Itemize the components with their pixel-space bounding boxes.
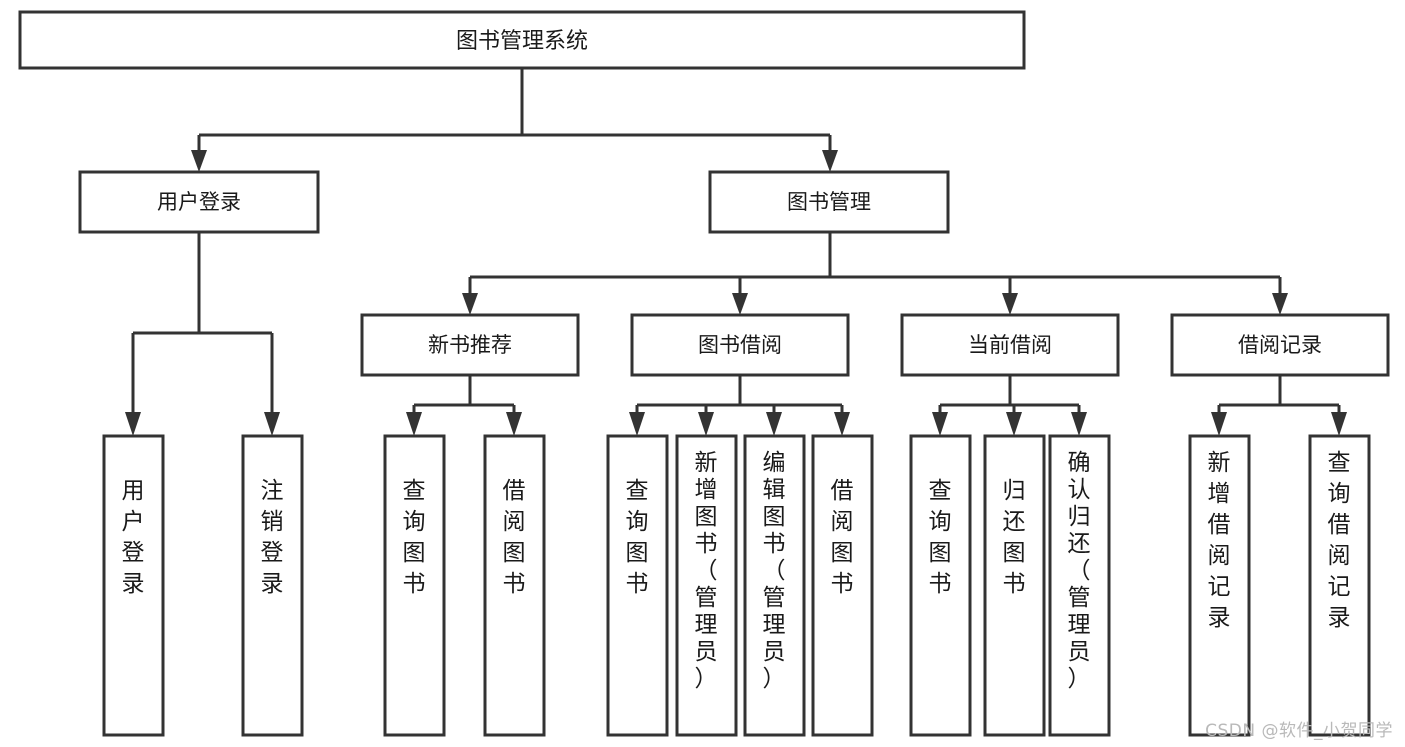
leaf-box[interactable] <box>1048 434 1111 737</box>
leaf-box[interactable] <box>909 434 972 737</box>
leaf-box[interactable] <box>743 434 806 737</box>
node-current-borrow-box[interactable] <box>900 313 1120 377</box>
leaf-node[interactable]: 查询图书 <box>909 434 972 737</box>
leaf-box[interactable] <box>483 434 546 737</box>
node-current-borrow-label: 当前借阅 <box>968 333 1052 357</box>
leaf-label: 查询借阅记录 <box>1328 450 1351 631</box>
arrow-head-current-borrow <box>1002 293 1018 315</box>
leaf-node[interactable]: 注销登录 <box>241 434 304 737</box>
node-new-book-recommend[interactable]: 新书推荐 <box>360 313 580 377</box>
arrow-head-bb-leaf-2 <box>698 412 714 436</box>
arrow-head-new-books <box>462 293 478 315</box>
node-borrow-record-box[interactable] <box>1170 313 1390 377</box>
leaf-box[interactable] <box>606 434 669 737</box>
leaf-box[interactable] <box>1188 434 1251 737</box>
leaf-node[interactable]: 新增借阅记录 <box>1188 434 1251 737</box>
node-new-book-recommend-label: 新书推荐 <box>428 333 512 357</box>
node-book-management[interactable]: 图书管理 <box>708 170 950 234</box>
arrow-head-bb-leaf-1 <box>629 412 645 436</box>
leaf-label: 确认归还（管理员） <box>1068 450 1091 692</box>
node-book-borrow-box[interactable] <box>630 313 850 377</box>
leaf-label: 用户登录 <box>122 478 145 597</box>
leaf-node[interactable]: 查询借阅记录 <box>1308 434 1371 737</box>
arrow-head-nb-leaf-2 <box>506 412 522 436</box>
leaf-box[interactable] <box>241 434 304 737</box>
leaf-label: 归还图书 <box>1003 478 1026 597</box>
arrow-head-book-mgmt <box>822 150 838 172</box>
leaf-box[interactable] <box>383 434 446 737</box>
node-root-label: 图书管理系统 <box>456 29 588 54</box>
arrow-head-user-login <box>191 150 207 172</box>
node-current-borrow[interactable]: 当前借阅 <box>900 313 1120 377</box>
leaf-node[interactable]: 借阅图书 <box>811 434 874 737</box>
leaf-label: 注销登录 <box>261 478 284 597</box>
node-user-login[interactable]: 用户登录 <box>78 170 320 234</box>
leaf-node[interactable]: 归还图书 <box>983 434 1046 737</box>
arrow-head-nb-leaf-1 <box>406 412 422 436</box>
connector-layer <box>125 68 1347 436</box>
leaf-label: 查询图书 <box>929 478 952 597</box>
leaf-box[interactable] <box>811 434 874 737</box>
node-book-borrow[interactable]: 图书借阅 <box>630 313 850 377</box>
leaf-box[interactable] <box>1308 434 1371 737</box>
arrow-head-bb-leaf-3 <box>766 412 782 436</box>
node-book-borrow-label: 图书借阅 <box>698 333 782 357</box>
leaf-node[interactable]: 查询图书 <box>606 434 669 737</box>
node-user-login-box[interactable] <box>78 170 320 234</box>
leaf-label: 借阅图书 <box>503 478 526 597</box>
leaf-label: 借阅图书 <box>831 478 854 597</box>
leaf-layer: 用户登录 注销登录 查询图书 借阅图书 查询图书 新增图书（管理员） <box>102 434 1371 737</box>
leaf-box[interactable] <box>102 434 165 737</box>
node-new-book-recommend-box[interactable] <box>360 313 580 377</box>
arrow-head-bb-leaf-4 <box>834 412 850 436</box>
leaf-node[interactable]: 借阅图书 <box>483 434 546 737</box>
arrow-head-leaf-user-login <box>125 412 141 436</box>
leaf-box[interactable] <box>983 434 1046 737</box>
leaf-node[interactable]: 用户登录 <box>102 434 165 737</box>
node-book-management-label: 图书管理 <box>787 190 871 214</box>
arrow-head-cb-leaf-2 <box>1006 412 1022 436</box>
leaf-node[interactable]: 编辑图书（管理员） <box>743 434 806 737</box>
arrow-head-leaf-logout <box>264 412 280 436</box>
arrow-head-book-borrow <box>732 293 748 315</box>
arrow-head-br-leaf-1 <box>1211 412 1227 436</box>
arrow-head-br-leaf-2 <box>1331 412 1347 436</box>
leaf-label: 新增借阅记录 <box>1208 450 1231 631</box>
arrow-head-cb-leaf-1 <box>932 412 948 436</box>
leaf-label: 编辑图书（管理员） <box>763 450 786 692</box>
leaf-label: 查询图书 <box>403 478 426 597</box>
arrow-head-borrow-record <box>1272 293 1288 315</box>
node-book-management-box[interactable] <box>708 170 950 234</box>
node-root-box[interactable] <box>18 10 1026 70</box>
arrow-head-cb-leaf-3 <box>1071 412 1087 436</box>
node-user-login-label: 用户登录 <box>157 190 241 214</box>
node-borrow-record[interactable]: 借阅记录 <box>1170 313 1390 377</box>
node-borrow-record-label: 借阅记录 <box>1238 333 1322 357</box>
leaf-node[interactable]: 新增图书（管理员） <box>675 434 738 737</box>
leaf-node[interactable]: 确认归还（管理员） <box>1048 434 1111 737</box>
node-root[interactable]: 图书管理系统 <box>18 10 1026 70</box>
leaf-label: 查询图书 <box>626 478 649 597</box>
leaf-node[interactable]: 查询图书 <box>383 434 446 737</box>
leaf-label: 新增图书（管理员） <box>695 450 718 692</box>
leaf-box[interactable] <box>675 434 738 737</box>
